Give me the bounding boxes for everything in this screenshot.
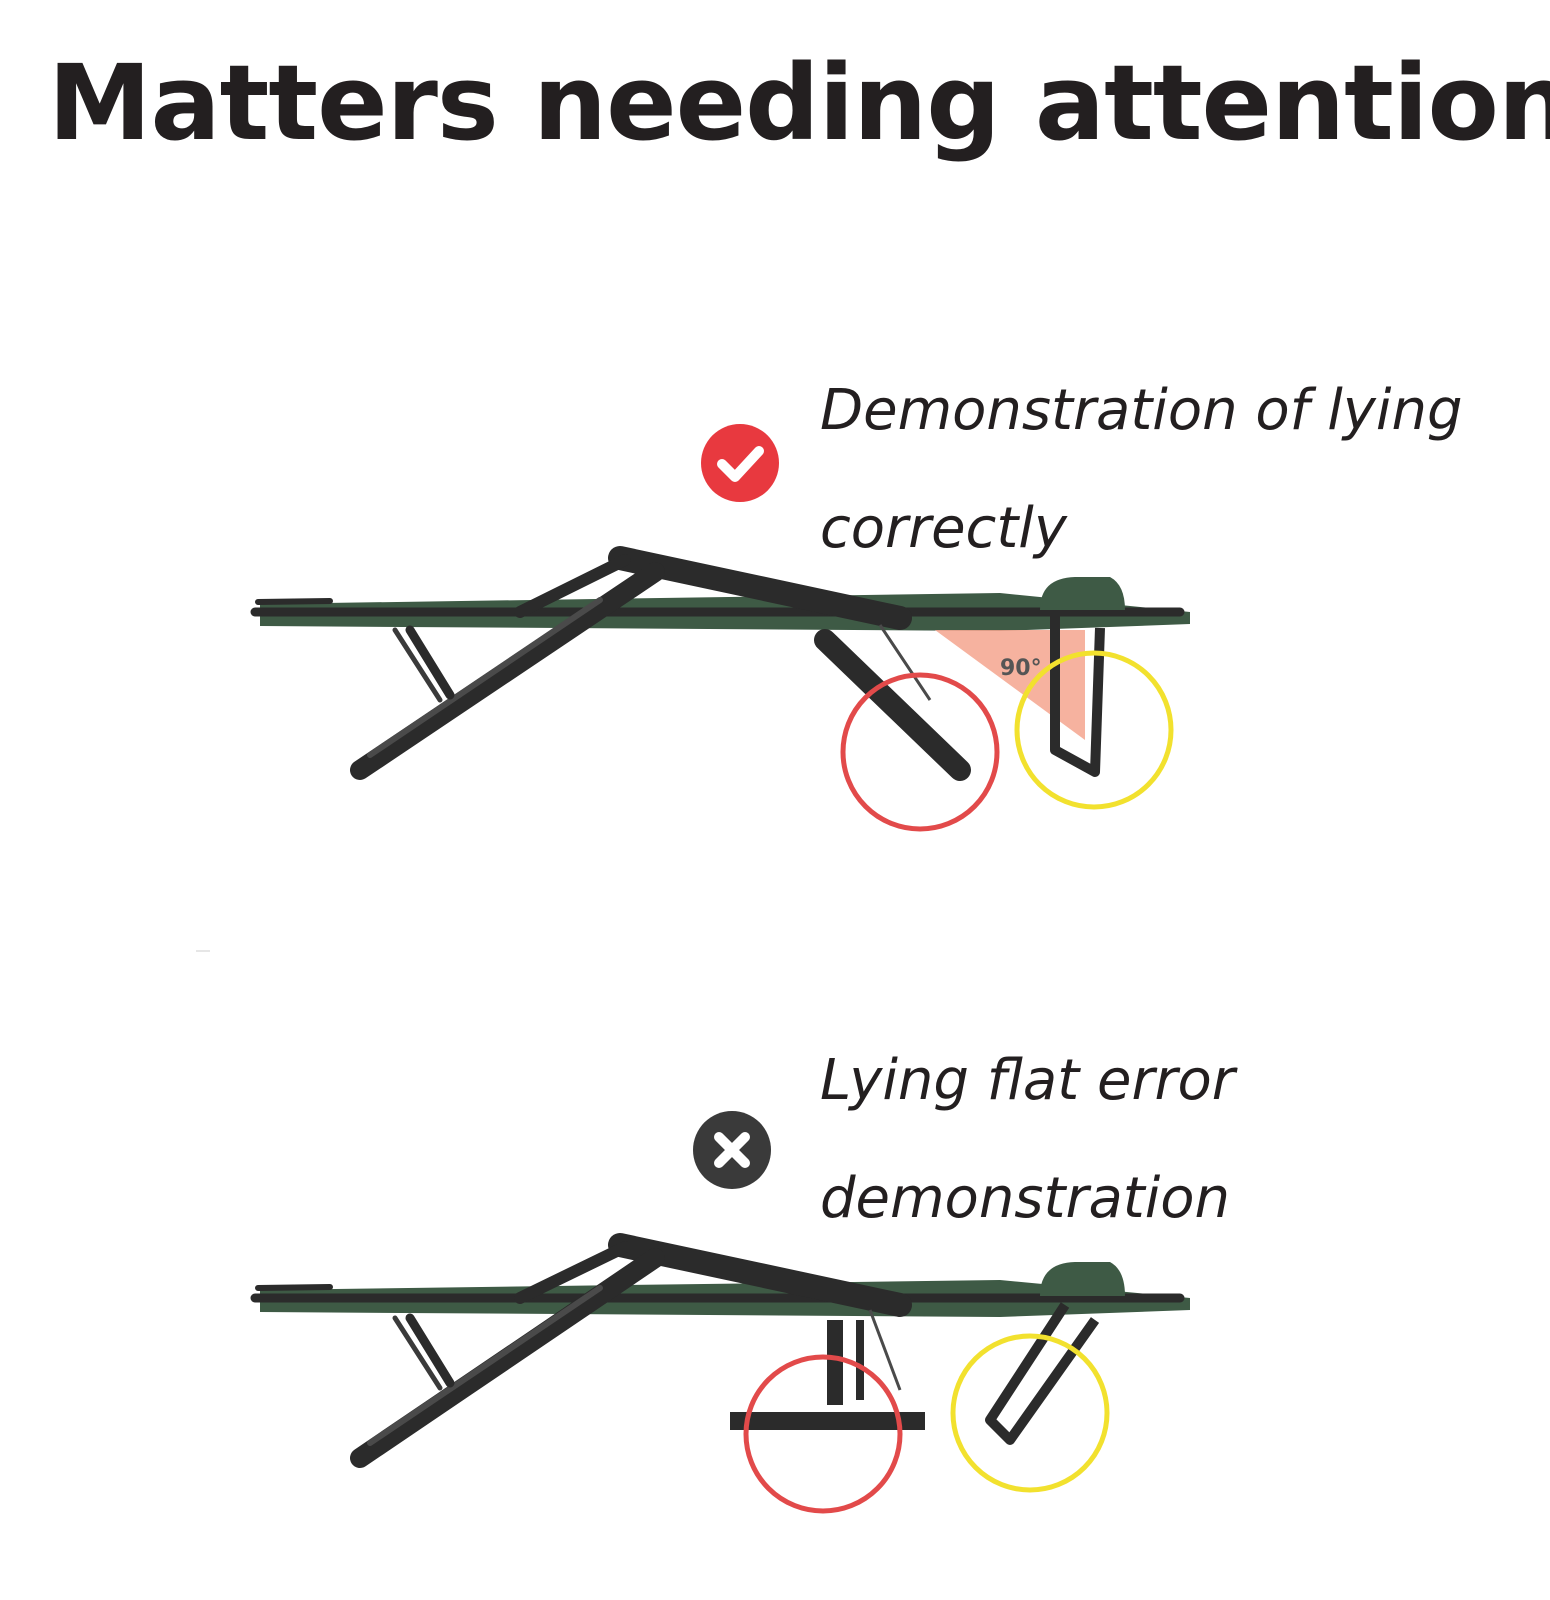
cross-badge — [692, 1110, 772, 1190]
caption-error-line-2: demonstration — [820, 1166, 1231, 1231]
check-badge — [700, 423, 780, 503]
angle-label: 90° — [1000, 656, 1042, 681]
caption-error-line-1: Lying flat error — [820, 1048, 1235, 1113]
lounge-chair-correct-figure: 90° — [0, 540, 1550, 850]
lounge-chair-correct-illustration: 90° — [250, 546, 1190, 832]
lounge-chair-error-figure — [0, 1230, 1550, 1560]
divider-speck — [196, 950, 210, 952]
caption-correct-line-2: correctly — [820, 496, 1067, 561]
caption-correct: Demonstration of lying correctly — [820, 352, 1463, 588]
page-title: Matters needing attention — [48, 42, 1550, 164]
caption-error: Lying flat error demonstration — [820, 1022, 1235, 1258]
caption-correct-line-1: Demonstration of lying — [820, 378, 1463, 443]
checkmark-icon — [701, 424, 779, 502]
cross-icon — [693, 1111, 771, 1189]
lounge-chair-error-illustration — [250, 1233, 1190, 1514]
